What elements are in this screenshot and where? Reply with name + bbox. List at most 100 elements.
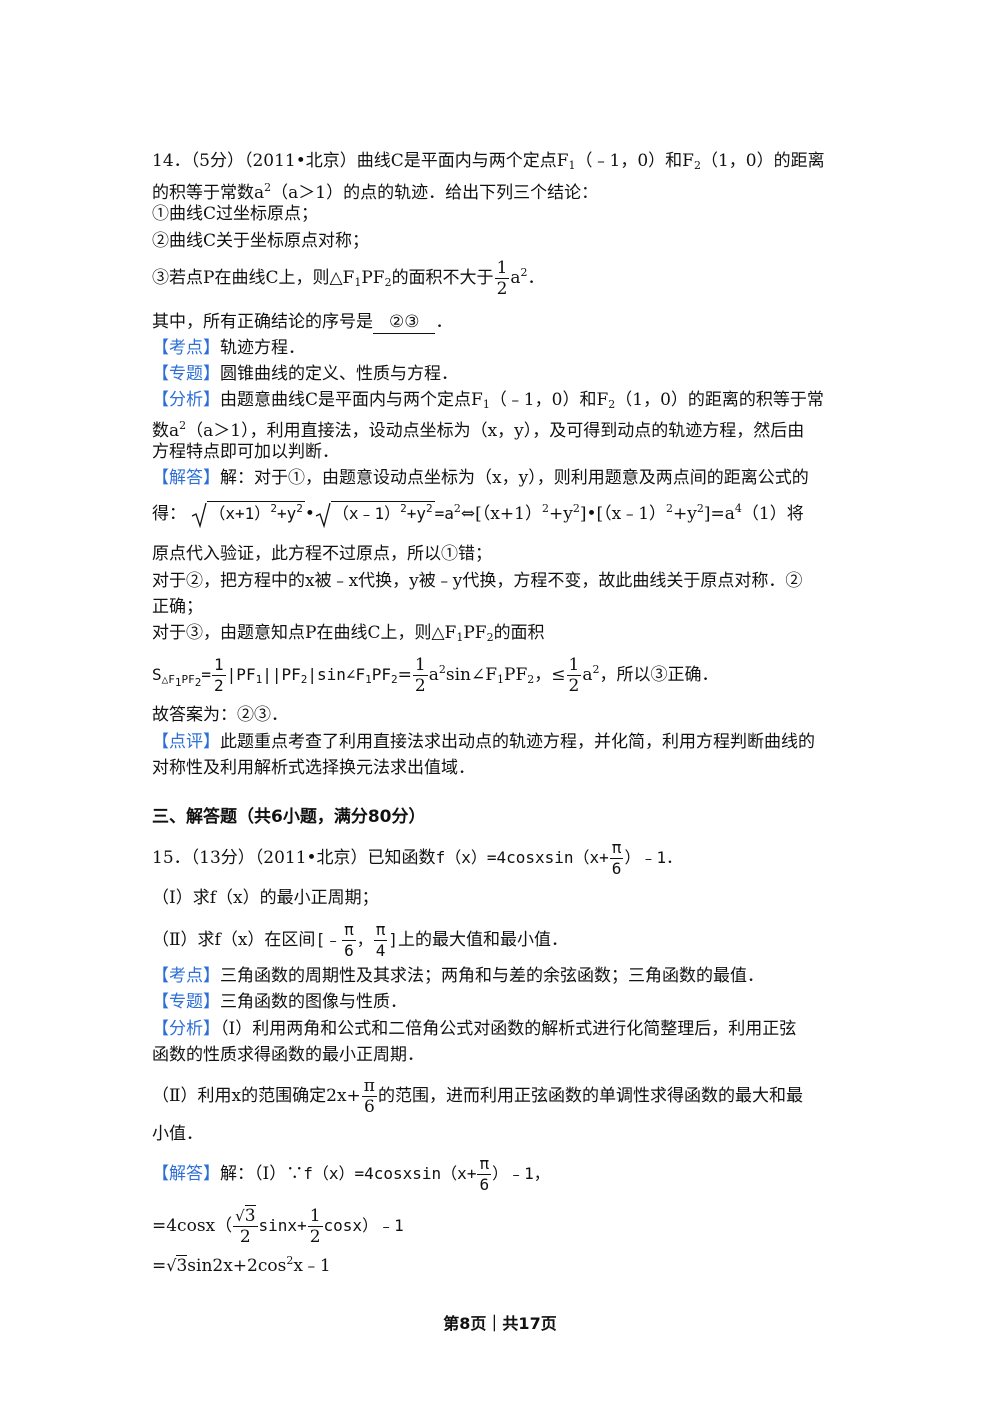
s-sub-a: △F <box>161 673 175 686</box>
sqrt2-b: +y <box>406 504 427 523</box>
jieda2-a: =4cosx（ <box>152 1216 233 1236</box>
fenxi-text: （Ⅰ）利用两角和公式和二倍角公式对函数的解析式进行化简整理后，利用正弦 <box>220 1019 797 1039</box>
q14-jieda-3: 原点代入验证，此方程不过原点，所以①错； <box>152 544 492 564</box>
eq-sign-2: = <box>397 665 412 685</box>
s-symbol: S <box>152 665 162 684</box>
jieda2-b: sinx+ <box>258 1216 307 1235</box>
q14-stem-text: 14．（5分）（2011•北京）曲线C是平面内与两个定点F <box>152 151 569 171</box>
radical-sign-icon <box>315 502 331 528</box>
fenxi2-text: 数a <box>152 421 180 441</box>
q14-answer-blank: ②③ <box>373 311 436 334</box>
eq-k: （1）将 <box>741 504 804 524</box>
pf2-angle: PF <box>371 665 392 684</box>
pf2-b: PF <box>504 665 528 685</box>
q15-zhuanti: 【专题】三角函数的图像与性质． <box>152 991 407 1013</box>
q15-fenxi-4: 小值． <box>152 1124 203 1144</box>
q15-function: f（x）=4cosxsin（x+ <box>435 848 609 867</box>
q15-jieda-3: =√3sin2x+2cos2x﹣1 <box>152 1254 331 1276</box>
jieda6-b: PF <box>463 623 487 643</box>
fenxi-text: 由题意曲线C是平面内与两个定点F <box>220 390 483 410</box>
q15-fenxi-1: 【分析】（Ⅰ）利用两角和公式和二倍角公式对函数的解析式进行化简整理后，利用正弦 <box>152 1018 796 1040</box>
radical-sign-icon <box>192 502 208 528</box>
q14-fenxi-3: 方程特点即可加以判断． <box>152 442 339 462</box>
section-heading: 三、解答题（共6小题，满分80分） <box>152 807 426 827</box>
q14-kaodian: 【考点】轨迹方程． <box>152 337 305 359</box>
c3-text-c: 的面积不大于 <box>391 268 494 288</box>
sin-angle: |sin∠F <box>307 665 366 684</box>
sqrt-expression-2: （x﹣1）2+y2 <box>315 498 435 528</box>
q14-stem-text-2: 的积等于常数a <box>152 183 265 203</box>
c3-text-b: PF <box>361 268 385 288</box>
eq-sign: = <box>201 665 212 684</box>
pf2: ||PF <box>262 665 301 684</box>
eq-a: =a <box>434 504 454 523</box>
p2-text: （Ⅱ）求f（x）在区间 <box>152 930 316 950</box>
c3-text-a: ③若点P在曲线C上，则△F <box>152 268 355 288</box>
p2-text-b: 上的最大值和最小值． <box>398 930 569 950</box>
conclusion-3: ，所以③正确． <box>599 665 719 685</box>
eq-g: +y <box>548 504 573 524</box>
jieda1-c: ）﹣1， <box>492 1164 550 1183</box>
q15-fenxi-2: 函数的性质求得函数的最小正周期． <box>152 1045 424 1065</box>
dianping-tag: 【点评】 <box>152 732 220 752</box>
q14-stem-text-c: （1，0）的距离 <box>700 151 825 171</box>
sqrt2-a: （x﹣1） <box>332 504 401 523</box>
q14-jieda-2: 得： （x+1）2+y2•（x﹣1）2+y2=a2⇔[（x+1）2+y2]•[（… <box>152 498 804 528</box>
q15-kaodian: 【考点】三角函数的周期性及其求法；两角和与差的余弦函数；三角函数的最值． <box>152 965 764 987</box>
jieda-tag: 【解答】 <box>152 1164 220 1184</box>
q15-function-end: ）﹣1． <box>624 848 683 867</box>
eq-h: ]•[（x﹣1） <box>579 504 667 524</box>
q14-fenxi-1: 【分析】由题意曲线C是平面内与两个定点F1（﹣1，0）和F2（1，0）的距离的积… <box>152 390 824 411</box>
q14-conclusion-2: ②曲线C关于坐标原点对称； <box>152 231 370 251</box>
zhuanti-tag: 【专题】 <box>152 364 220 384</box>
fenxi2-text-b: （a＞1），利用直接法，设动点坐标为（x，y），及可得到动点的轨迹方程，然后由 <box>186 421 805 441</box>
q15-part-1: （Ⅰ）求f（x）的最小正周期； <box>152 888 379 908</box>
ask-text: 其中，所有正确结论的序号是 <box>152 312 373 332</box>
kaodian-text: 轨迹方程． <box>220 338 305 358</box>
jieda-tag: 【解答】 <box>152 468 220 488</box>
q14-line-2: 的积等于常数a2（a＞1）的点的轨迹．给出下列三个结论： <box>152 181 599 203</box>
fenxi-tag: 【分析】 <box>152 1019 220 1039</box>
fenxi3-b: 的范围，进而利用正弦函数的单调性求得函数的最大和最 <box>377 1086 803 1106</box>
a-var: a <box>428 665 439 685</box>
jieda6-c: 的面积 <box>493 623 545 643</box>
q14-jieda-1: 【解答】解：对于①，由题意设动点坐标为（x，y），则利用题意及两点间的距离公式的 <box>152 467 809 489</box>
q14-jieda-5: 正确； <box>152 597 203 617</box>
pf1: |PF <box>226 665 256 684</box>
q14-dianping-1: 【点评】此题重点考查了利用直接法求出动点的轨迹方程，并化简，利用方程判断曲线的 <box>152 731 815 753</box>
q14-gu: 故答案为：②③． <box>152 705 288 725</box>
q15-stem: 15．（13分）（2011•北京）已知函数 <box>152 848 436 868</box>
dianping-text: 此题重点考查了利用直接法求出动点的轨迹方程，并化简，利用方程判断曲线的 <box>220 732 815 752</box>
eq-i: +y <box>673 504 697 524</box>
fenxi-text-c: （1，0）的距离的积等于常 <box>615 390 824 410</box>
jieda3-a: = <box>152 1256 167 1276</box>
q14-stem-text-b: （﹣1，0）和F <box>575 151 694 171</box>
sqrt-expression-1: （x+1）2+y2 <box>191 498 305 528</box>
fenxi3-a: （Ⅱ）利用x的范围确定2x+ <box>152 1086 361 1106</box>
jieda1-b: f（x）=4cosxsin（x+ <box>303 1164 477 1183</box>
zhuanti-text: 圆锥曲线的定义、性质与方程． <box>220 364 458 384</box>
q14-stem-text-2b: （a＞1）的点的轨迹．给出下列三个结论： <box>271 183 599 203</box>
sqrt1-b: +y <box>276 504 297 523</box>
page-footer: 第8页｜共17页 <box>443 1314 557 1333</box>
